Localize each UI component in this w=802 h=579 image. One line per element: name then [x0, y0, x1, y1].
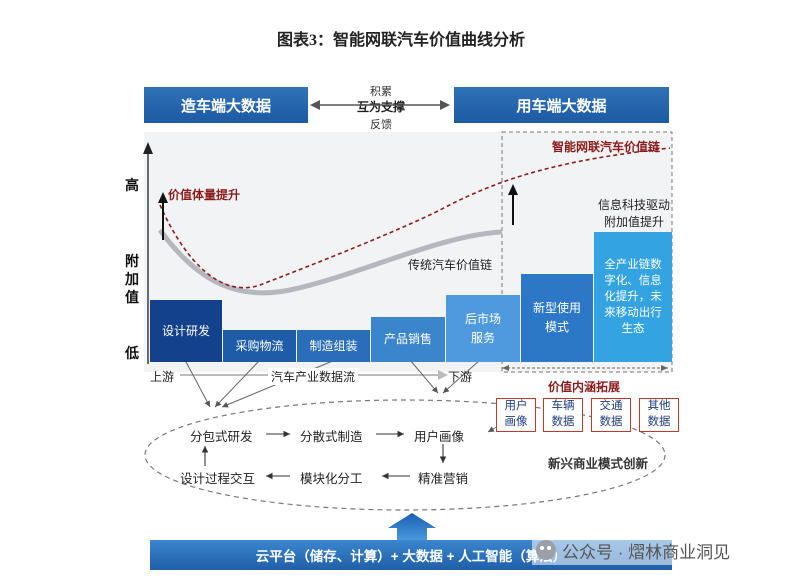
- smart-value-chain-curve: [159, 147, 671, 289]
- manufacturing-big-data-bar: 造车端大数据: [144, 87, 308, 123]
- other-data-box: 其他数据: [639, 398, 679, 432]
- node-distributed-manufacturing: 分散式制造: [300, 430, 363, 444]
- data-box-label-line: 数据: [599, 416, 623, 428]
- node-precision-marketing: 精准营销: [418, 472, 469, 486]
- stage-label-line: 化提升，未: [604, 290, 662, 303]
- downstream-label: 下游: [448, 370, 473, 384]
- data-box-label-line: 画像: [504, 416, 528, 428]
- feedback-label: 反馈: [370, 119, 392, 131]
- data-box-label-line: 用户: [504, 400, 528, 413]
- stage-aftermarket-service: 后市场服务: [446, 295, 520, 362]
- smart-value-chain-label: 智能网联汽车价值链: [552, 140, 661, 154]
- stage-label-line: 来移动出行: [604, 307, 662, 320]
- mutual-support-label: 互为支撑: [356, 100, 405, 114]
- value-extension-label: 价值内涵拓展: [548, 380, 621, 394]
- stage-label-line: 设计研发: [161, 323, 210, 338]
- extension-region: [501, 131, 673, 373]
- upstream-label: 上游: [150, 370, 175, 384]
- stage-label-line: 制造组装: [309, 338, 358, 353]
- value-boost-label: 价值体量提升: [168, 188, 241, 202]
- traffic-data-box: 交通数据: [591, 398, 631, 432]
- node-modular-division: 模块化分工: [300, 472, 363, 486]
- y-axis-arrow-icon: [143, 142, 153, 154]
- user-profile-data-box: 用户画像: [496, 398, 536, 432]
- vehicle-data-box: 车辆数据: [543, 398, 583, 432]
- business-model-ellipse: [144, 399, 666, 511]
- it-driven-label: 信息科技驱动 附加值提升: [598, 198, 671, 230]
- usage-big-data-bar: 用车端大数据: [454, 87, 669, 123]
- ellipse-flow-arrows: [201, 430, 447, 480]
- stage-label-line: 模式: [544, 320, 569, 334]
- bottom-up-arrow-icon: [388, 513, 436, 540]
- data-box-label-line: 数据: [647, 416, 671, 428]
- stage-label-line: 服务: [470, 330, 495, 345]
- data-box-label-line: 数据: [551, 416, 575, 428]
- y-mid-label: 附 加 值: [125, 253, 139, 306]
- stage-label-line: 新型使用: [532, 301, 581, 316]
- stage-label-line: 采购物流: [235, 338, 284, 353]
- traditional-value-chain-curve: [157, 228, 503, 296]
- data-box-label-line: 其他: [647, 400, 671, 413]
- stage-new-usage-mode: 新型使用模式: [521, 274, 593, 362]
- node-design-interaction: 设计过程交互: [180, 472, 256, 486]
- stage-label-line: 产品销售: [383, 332, 432, 347]
- value-up-arrow-icon: [158, 192, 168, 240]
- it-driven-up-arrow-icon: [508, 184, 518, 225]
- stage-product-sales: 产品销售: [371, 317, 445, 362]
- traditional-value-chain-label: 传统汽车价值链: [408, 258, 493, 272]
- data-box-label-line: 车辆: [551, 400, 575, 413]
- data-flow-arrow-icon: [438, 370, 448, 380]
- wechat-logo-icon: [536, 540, 556, 560]
- double-arrow-icon: [310, 100, 450, 110]
- stage-label-line: 全产业链数: [604, 258, 662, 271]
- stage-design-rd: 设计研发: [150, 300, 222, 362]
- stage-label-line: 字化、信息: [604, 274, 662, 287]
- stage-manufacturing-assembly: 制造组装: [297, 330, 370, 362]
- accumulate-label: 积累: [370, 86, 392, 98]
- figure-title: 图表3：智能网联汽车价值曲线分析: [276, 32, 525, 49]
- node-subcontract-rd: 分包式研发: [190, 430, 253, 444]
- wechat-watermark: 公众号 · 熠林商业洞见: [532, 535, 735, 565]
- node-user-profile: 用户画像: [414, 430, 465, 444]
- stage-label-line: 生态: [621, 323, 645, 336]
- stage-full-chain-digital: 全产业链数字化、信息化提升，未来移动出行生态: [594, 232, 672, 362]
- emerging-business-model-label: 新兴商业模式创新: [548, 457, 649, 471]
- data-box-label-line: 交通: [599, 400, 623, 413]
- stage-procurement-logistics: 采购物流: [223, 330, 296, 362]
- stage-label-line: 后市场: [464, 311, 501, 326]
- data-flow-label: 汽车产业数据流: [268, 368, 359, 385]
- y-high-label: 高: [125, 177, 139, 193]
- y-low-label: 低: [125, 345, 139, 361]
